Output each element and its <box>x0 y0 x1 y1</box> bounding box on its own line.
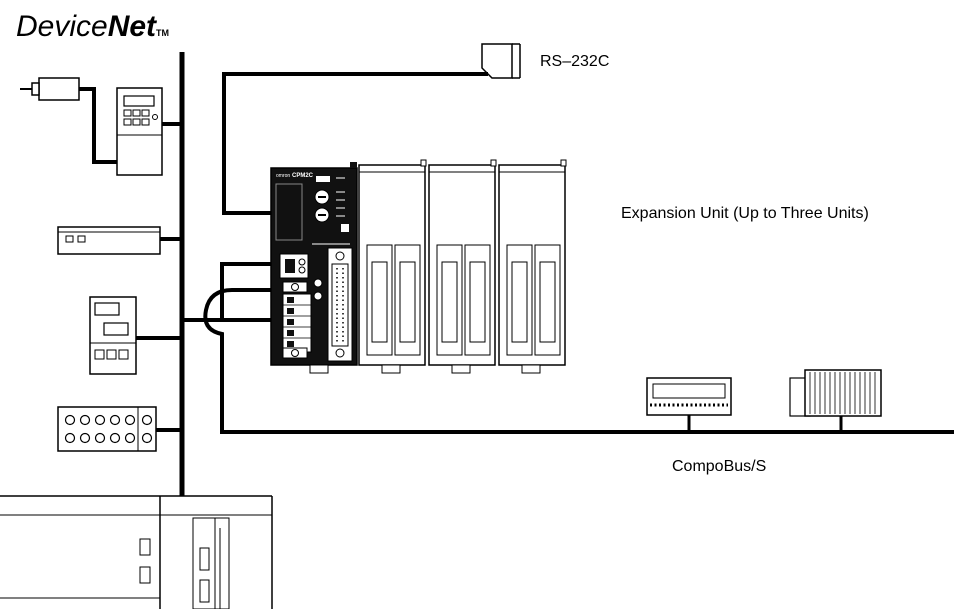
plc-model-text: CPM2C <box>292 173 314 179</box>
expansion-unit-label: Expansion Unit (Up to Three Units) <box>621 205 869 222</box>
io-block-icon <box>57 406 157 452</box>
logo-text-device: Device <box>16 10 108 43</box>
expansion-unit-3 <box>498 159 567 374</box>
rs232c-cable <box>222 72 488 215</box>
compobus-label: CompoBus/S <box>672 458 767 475</box>
devicenet-logo: DeviceNetTM <box>16 10 169 44</box>
cpm2c-cpu-unit: omron CPM2C <box>270 162 358 374</box>
compobus-slave-terminal <box>646 377 732 432</box>
motor-icon <box>20 77 96 101</box>
logo-trademark: TM <box>156 28 170 38</box>
compobus-cable <box>203 288 954 434</box>
rs232c-label: RS–232C <box>540 53 610 70</box>
host-plc-rack <box>0 495 273 610</box>
plc-brand-text: omron <box>276 173 290 179</box>
rs232c-connector-icon <box>481 43 521 79</box>
expansion-unit-2 <box>428 159 497 374</box>
motor-cable <box>92 89 119 164</box>
inverter-icon <box>116 87 163 176</box>
terminal-unit-icon <box>57 226 161 255</box>
compobus-slave-io-module <box>789 369 882 432</box>
expansion-unit-1 <box>358 159 427 374</box>
controller-display-icon <box>89 296 137 375</box>
logo-text-net: Net <box>107 10 157 43</box>
